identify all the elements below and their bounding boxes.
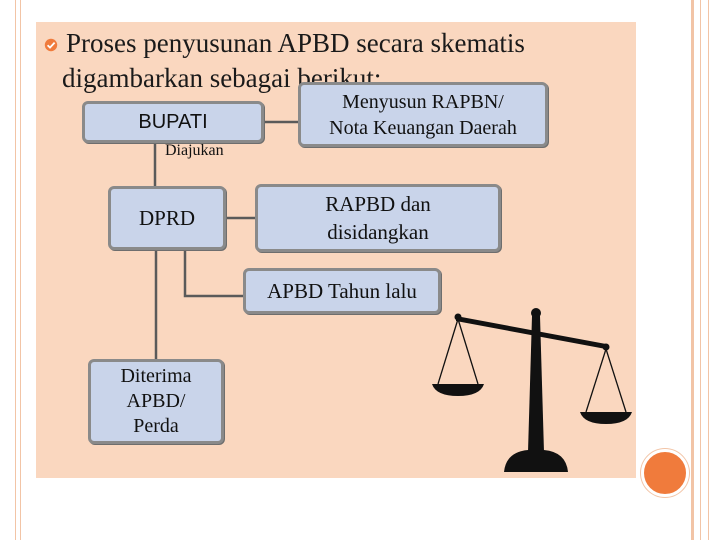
diterima-box: Diterima APBD/ Perda xyxy=(88,359,224,444)
menyusun-box: Menyusun RAPBN/ Nota Keuangan Daerah xyxy=(298,82,548,147)
frame-line xyxy=(15,0,16,540)
rapbd-box: RAPBD dan disidangkan xyxy=(255,184,501,252)
dprd-label: DPRD xyxy=(138,205,196,230)
connector-dprd-apbd xyxy=(183,250,243,298)
balance-scale-icon xyxy=(432,308,632,472)
diajukan-label: Diajukan xyxy=(165,142,224,159)
accent-circle xyxy=(641,449,689,497)
frame-line xyxy=(700,0,701,540)
frame-line xyxy=(691,0,694,540)
intro-line-1: Proses penyusunan APBD secara skematis xyxy=(66,28,525,58)
checkbox-bullet-icon xyxy=(44,38,58,52)
diterima-line-1: Diterima xyxy=(120,365,192,387)
dprd-box: DPRD xyxy=(108,186,226,250)
apbd-tahun-lalu-label: APBD Tahun lalu xyxy=(267,278,417,303)
apbd-tahun-lalu-box: APBD Tahun lalu xyxy=(243,268,441,314)
rapbd-line-2: disidangkan xyxy=(327,220,429,244)
diterima-line-2: APBD/ xyxy=(126,390,186,412)
diterima-line-3: Perda xyxy=(133,415,179,437)
frame-line xyxy=(708,0,709,540)
menyusun-line-1: Menyusun RAPBN/ xyxy=(342,90,504,113)
frame-line xyxy=(20,0,21,540)
menyusun-line-2: Nota Keuangan Daerah xyxy=(329,116,517,139)
bupati-box: BUPATI xyxy=(82,101,264,143)
bupati-label: BUPATI xyxy=(138,110,208,133)
rapbd-line-1: RAPBD dan xyxy=(325,192,431,216)
